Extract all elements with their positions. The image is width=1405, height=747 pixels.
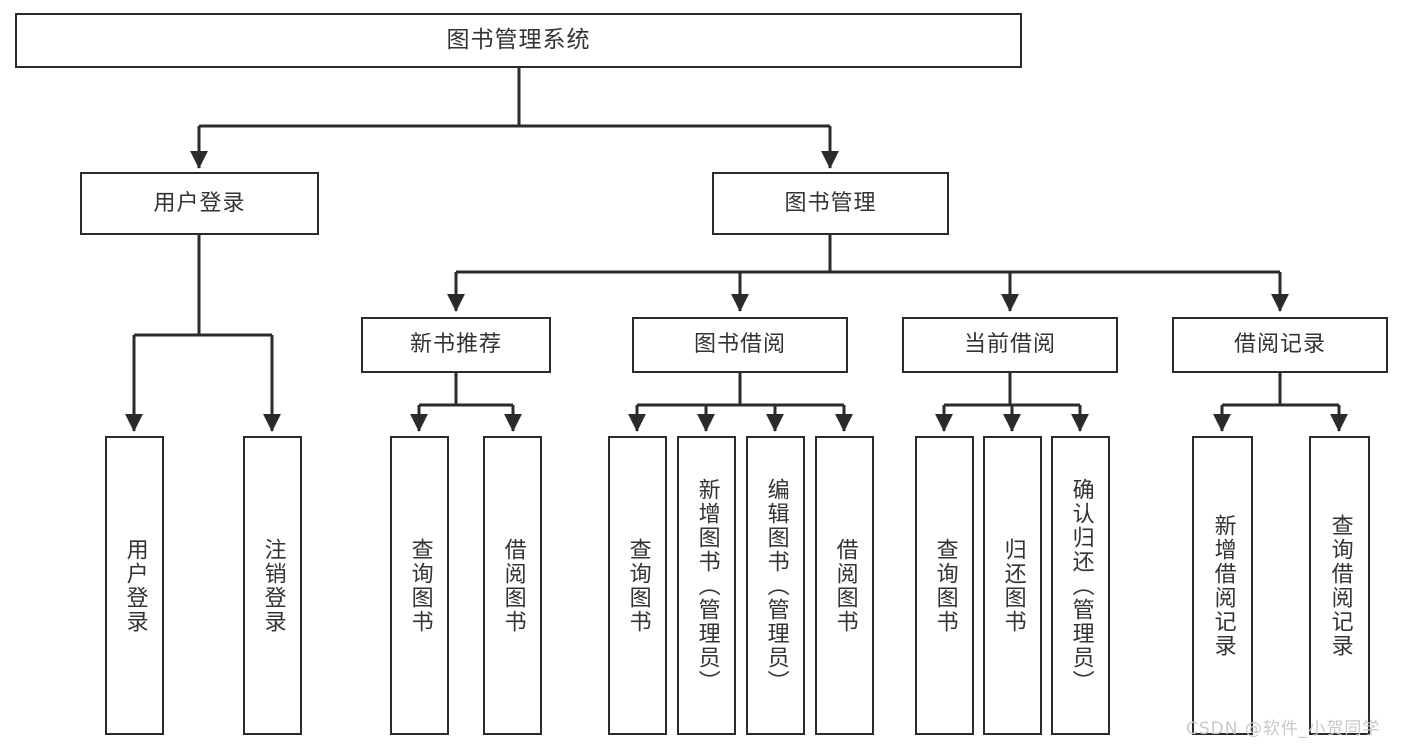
leaf-borrow-book-2[interactable]: 借阅图书 xyxy=(815,436,874,735)
node-label: 图书借阅 xyxy=(693,332,786,358)
node-label: 当前借阅 xyxy=(963,332,1056,358)
leaf-confirm-return-admin[interactable]: 确认归还（管理员） xyxy=(1051,436,1110,735)
leaf-label: 借阅图书 xyxy=(500,537,526,634)
leaf-user-login[interactable]: 用户登录 xyxy=(105,436,164,735)
node-label: 图书管理系统 xyxy=(446,27,591,54)
node-user-login[interactable]: 用户登录 xyxy=(80,172,319,235)
csdn-watermark: CSDN @软件_小贺同学 xyxy=(1186,719,1381,739)
node-label: 借阅记录 xyxy=(1233,332,1326,358)
node-label: 图书管理 xyxy=(784,190,877,216)
node-book-borrow[interactable]: 图书借阅 xyxy=(632,317,848,373)
leaf-label: 编辑图书（管理员） xyxy=(763,477,789,694)
leaf-add-book-admin[interactable]: 新增图书（管理员） xyxy=(677,436,736,735)
node-root-book-management-system[interactable]: 图书管理系统 xyxy=(15,13,1022,68)
leaf-label: 查询图书 xyxy=(407,537,433,634)
node-new-book-recommend[interactable]: 新书推荐 xyxy=(361,317,551,373)
leaf-add-borrow-record[interactable]: 新增借阅记录 xyxy=(1192,436,1253,735)
leaf-query-book-2[interactable]: 查询图书 xyxy=(608,436,667,735)
node-borrow-record[interactable]: 借阅记录 xyxy=(1172,317,1388,373)
node-label: 用户登录 xyxy=(153,190,246,216)
node-current-borrow[interactable]: 当前借阅 xyxy=(902,317,1118,373)
leaf-label: 注销登录 xyxy=(260,537,286,634)
leaf-label: 新增借阅记录 xyxy=(1210,513,1236,658)
leaf-label: 用户登录 xyxy=(122,537,148,634)
leaf-edit-book-admin[interactable]: 编辑图书（管理员） xyxy=(746,436,805,735)
leaf-label: 查询图书 xyxy=(932,537,958,634)
leaf-label: 借阅图书 xyxy=(832,537,858,634)
leaf-query-borrow-record[interactable]: 查询借阅记录 xyxy=(1309,436,1370,735)
leaf-label: 查询图书 xyxy=(625,537,651,634)
leaf-label: 确认归还（管理员） xyxy=(1068,477,1094,694)
leaf-user-logout[interactable]: 注销登录 xyxy=(243,436,302,735)
node-label: 新书推荐 xyxy=(409,332,502,358)
leaf-return-book[interactable]: 归还图书 xyxy=(983,436,1042,735)
leaf-label: 新增图书（管理员） xyxy=(694,477,720,694)
leaf-borrow-book-1[interactable]: 借阅图书 xyxy=(483,436,542,735)
leaf-label: 查询借阅记录 xyxy=(1327,513,1353,658)
leaf-query-book-1[interactable]: 查询图书 xyxy=(390,436,449,735)
leaf-label: 归还图书 xyxy=(1000,537,1026,634)
node-book-manage[interactable]: 图书管理 xyxy=(712,172,949,235)
leaf-query-book-3[interactable]: 查询图书 xyxy=(915,436,974,735)
